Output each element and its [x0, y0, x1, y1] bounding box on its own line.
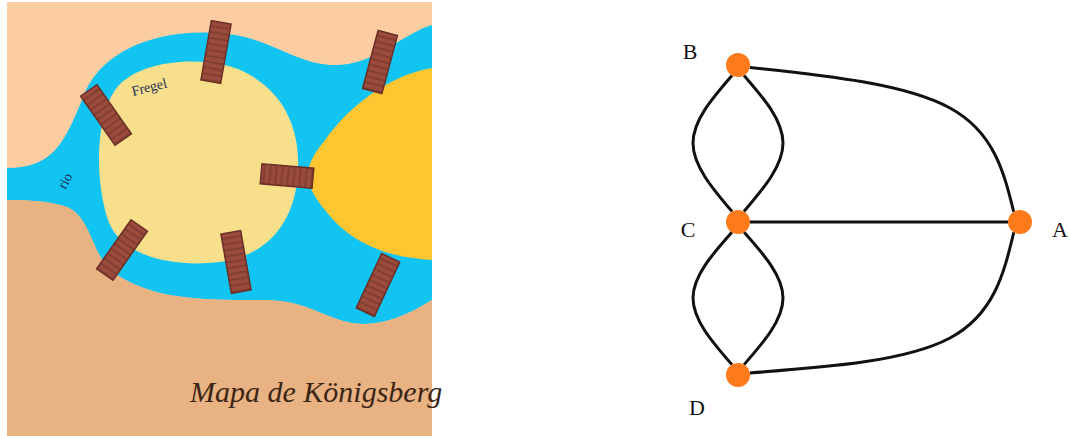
bridge-edge: [693, 75, 732, 211]
place-name: Fregel: [130, 77, 168, 99]
bridge: [356, 254, 399, 317]
vertex-label: A: [1052, 219, 1068, 241]
bridge: [97, 220, 148, 281]
bridge-edge: [750, 221, 1008, 224]
north-bank: [7, 2, 432, 436]
bridge: [201, 21, 231, 84]
east-land: [308, 68, 432, 260]
bridge: [363, 30, 398, 93]
bridge: [221, 231, 251, 294]
bridge-edge: [750, 232, 1014, 373]
bridge-edge: [750, 67, 1014, 211]
bridge-edge: [744, 75, 783, 211]
vertex-dot: B: [726, 53, 750, 77]
vertex-dot: C: [726, 210, 750, 234]
vertex-label: B: [683, 41, 698, 63]
bridge-edge: [693, 232, 732, 364]
bridge-edge: [744, 232, 783, 364]
map-title: Mapa de Königsberg: [190, 377, 442, 407]
vertex-label: C: [681, 219, 696, 241]
place-name: rio: [56, 171, 76, 191]
vertex-dot: A: [1008, 210, 1032, 234]
bridges: [81, 21, 400, 317]
bridge: [260, 164, 314, 188]
bridge: [81, 85, 132, 146]
vertex-label: D: [689, 397, 705, 419]
vertex-dot: D: [726, 363, 750, 387]
